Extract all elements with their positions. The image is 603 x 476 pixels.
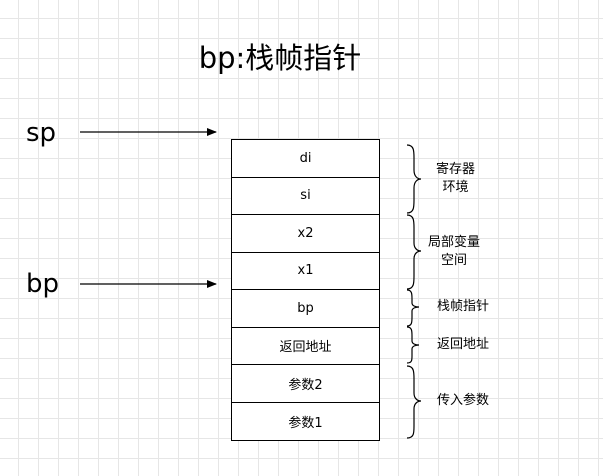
bp-pointer-label: bp bbox=[26, 269, 60, 299]
stack-frame: di si x2 x1 bp 返回地址 参数2 参数1 bbox=[231, 139, 380, 441]
group-label-arguments: 传入参数 bbox=[437, 392, 489, 410]
group-label-return-address: 返回地址 bbox=[437, 336, 489, 354]
stack-cell: 返回地址 bbox=[232, 328, 379, 365]
diagram-title: bp:栈帧指针 bbox=[198, 41, 362, 75]
stack-cell: 参数1 bbox=[288, 415, 323, 431]
stack-cell: di bbox=[232, 140, 379, 178]
group-label-line: 传入参数 bbox=[437, 393, 490, 408]
group-label-line: 栈帧指针 bbox=[437, 299, 490, 314]
group-label-line: 环境 bbox=[442, 180, 469, 195]
group-label-line: 寄存器 bbox=[436, 162, 476, 177]
group-label-line: 空间 bbox=[441, 253, 468, 268]
brace-registers bbox=[406, 144, 422, 214]
stack-cell: si bbox=[232, 178, 379, 215]
group-label-registers: 寄存器 环境 bbox=[436, 161, 475, 197]
stack-cell: x1 bbox=[232, 253, 379, 290]
stack-cell: x2 bbox=[232, 215, 379, 253]
brace-arguments bbox=[406, 365, 422, 439]
brace-locals bbox=[406, 214, 422, 290]
stack-cell: 参数2 bbox=[232, 365, 379, 403]
brace-return-address bbox=[406, 326, 420, 364]
group-label-line: 局部变量 bbox=[428, 235, 481, 250]
group-label-frame-pointer: 栈帧指针 bbox=[437, 298, 489, 316]
group-label-locals: 局部变量 空间 bbox=[428, 234, 480, 270]
group-label-line: 返回地址 bbox=[437, 337, 490, 352]
stack-cell: bp bbox=[232, 290, 379, 328]
brace-frame-pointer bbox=[406, 289, 420, 327]
sp-pointer-label: sp bbox=[26, 118, 57, 148]
